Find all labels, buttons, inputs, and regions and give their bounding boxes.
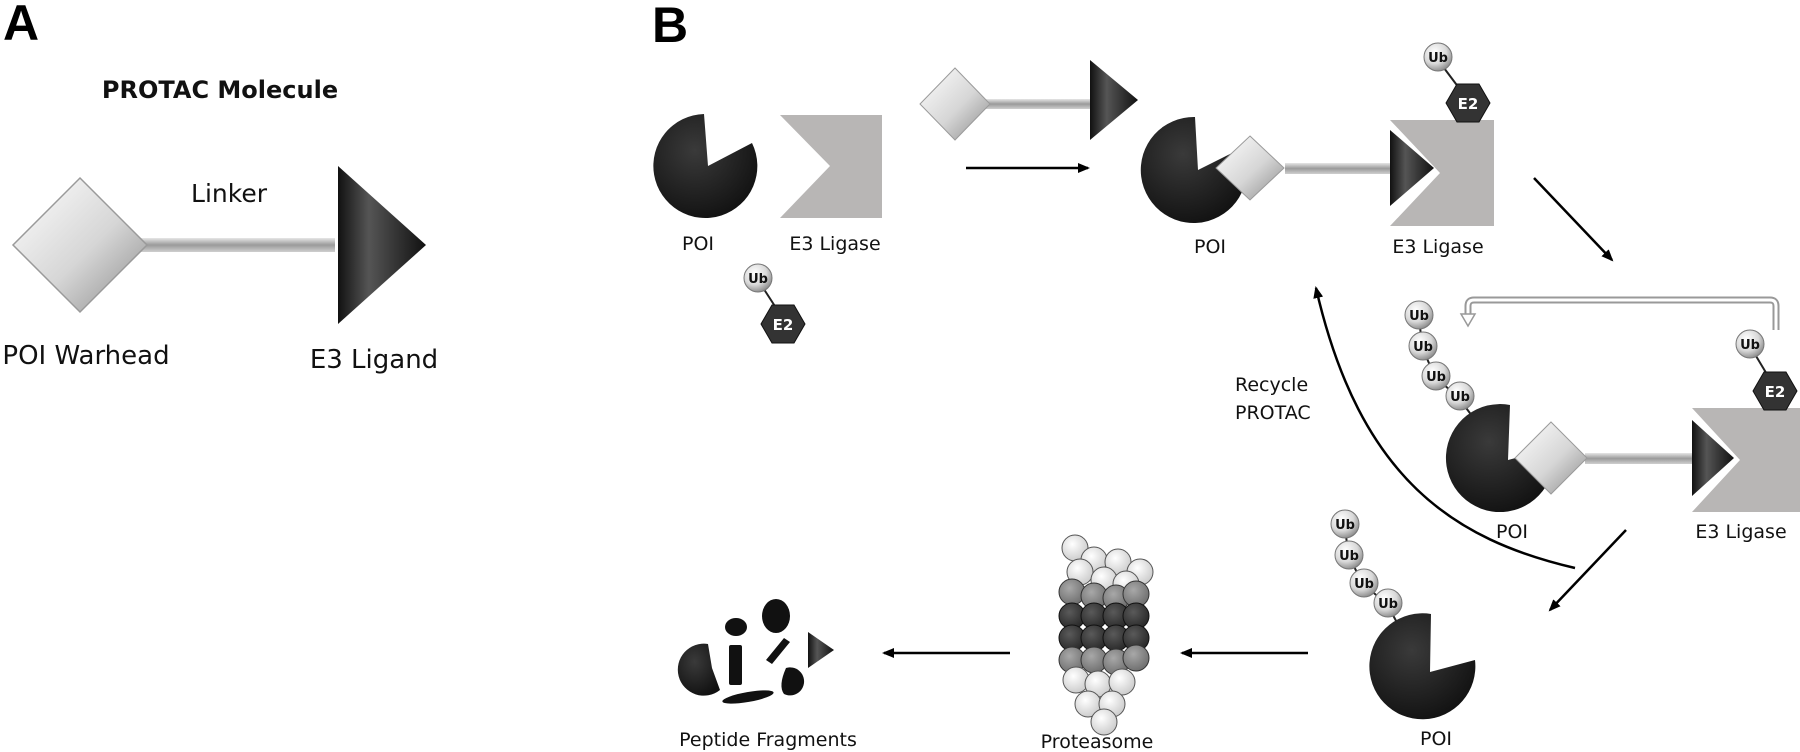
step4-chain-ub-2 bbox=[1334, 540, 1364, 570]
poi-warhead-diamond bbox=[11, 176, 149, 314]
step1-poi-shape bbox=[653, 114, 758, 218]
fragment-4 bbox=[762, 599, 790, 633]
step2-warhead bbox=[1215, 135, 1285, 201]
step3-e3-label: E3 Ligase bbox=[1695, 521, 1786, 543]
step4-poi-shape bbox=[1369, 613, 1476, 720]
step1-e2-label: E2 bbox=[773, 316, 794, 334]
step3-chain-ub-2 bbox=[1408, 331, 1438, 361]
fragment-6 bbox=[808, 632, 834, 668]
step2-e3-label: E3 Ligase bbox=[1392, 236, 1483, 258]
e3-ligand-triangle bbox=[338, 166, 426, 324]
step3-group: Ub Ub Ub Ub Ub E2 POI E3 Ligase bbox=[1404, 300, 1800, 543]
step3-chain-ub-1 bbox=[1404, 300, 1434, 330]
fragment-7 bbox=[781, 667, 805, 696]
incoming-ligand bbox=[1090, 60, 1138, 140]
fragments-label: Peptide Fragments bbox=[679, 729, 857, 751]
proteasome-ball-23 bbox=[1122, 644, 1150, 672]
step3-e2-label: E2 bbox=[1765, 383, 1786, 401]
step1-e3-ligase-shape bbox=[780, 115, 882, 218]
step4-chain-ub-4-label: Ub bbox=[1378, 597, 1398, 612]
step2-ligand bbox=[1390, 130, 1434, 206]
fragment-8 bbox=[722, 690, 774, 704]
step3-chain-ub-3 bbox=[1421, 361, 1451, 391]
peptide-fragments: Peptide Fragments bbox=[677, 599, 857, 751]
step4-group: Ub Ub Ub Ub POI bbox=[1330, 509, 1476, 750]
fragment-5 bbox=[766, 638, 790, 664]
step3-linker bbox=[1585, 453, 1701, 464]
step2-poi-label: POI bbox=[1194, 236, 1226, 258]
step1-ub-label: Ub bbox=[748, 272, 768, 287]
step3-e3-ligase-shape bbox=[1692, 408, 1800, 512]
recycle-protac-arrow bbox=[1313, 286, 1576, 570]
step3-warhead bbox=[1514, 421, 1588, 495]
step2-e2-hexagon bbox=[1445, 83, 1491, 123]
step3-e2-hexagon bbox=[1752, 371, 1798, 411]
proteasome: Proteasome bbox=[1041, 534, 1154, 752]
step3-chain-ub-4-label: Ub bbox=[1450, 390, 1470, 405]
proteasome-ball-8 bbox=[1058, 578, 1086, 606]
step2-linker bbox=[1285, 163, 1405, 174]
step3-ub-ball bbox=[1735, 329, 1765, 359]
recycle-label-line1: Recycle bbox=[1235, 374, 1308, 396]
step1-e3-label: E3 Ligase bbox=[789, 233, 880, 255]
step4-poi-label: POI bbox=[1420, 728, 1452, 750]
step1-group: POI E3 Ligase Ub E2 bbox=[653, 114, 882, 344]
recycle-label-line2: PROTAC bbox=[1235, 402, 1311, 424]
step2-ub-ball bbox=[1423, 42, 1453, 72]
arrow-step2-to-step3 bbox=[1533, 177, 1614, 262]
step3-chain-ub-2-label: Ub bbox=[1413, 340, 1433, 355]
incoming-protac bbox=[919, 60, 1138, 141]
step2-poi-shape bbox=[1140, 116, 1247, 223]
step3-poi-label: POI bbox=[1496, 521, 1528, 543]
step4-chain-ub-2-label: Ub bbox=[1339, 549, 1359, 564]
protac-title: PROTAC Molecule bbox=[102, 76, 338, 104]
step4-chain-ub-1-label: Ub bbox=[1335, 518, 1355, 533]
panel-b: B POI E3 Ligase Ub E2 POI bbox=[652, 0, 1800, 752]
step1-poi-label: POI bbox=[682, 233, 714, 255]
step3-poi-shape bbox=[1445, 404, 1554, 513]
arrow-step3-to-step4 bbox=[1548, 529, 1627, 612]
fragment-3 bbox=[729, 645, 742, 685]
step2-group: POI E3 Ligase Ub E2 bbox=[1140, 42, 1494, 258]
step1-e2-hexagon bbox=[760, 304, 806, 344]
linker-label: Linker bbox=[191, 179, 268, 208]
step4-chain-ub-1 bbox=[1330, 509, 1360, 539]
step4-chain-ub-3-label: Ub bbox=[1354, 577, 1374, 592]
step4-chain-ub-3 bbox=[1349, 568, 1379, 598]
step3-chain-ub-4 bbox=[1445, 381, 1475, 411]
incoming-linker bbox=[986, 99, 1094, 109]
panel-b-letter: B bbox=[652, 0, 688, 53]
warhead-label: POI Warhead bbox=[2, 341, 169, 371]
step3-ub-label: Ub bbox=[1740, 338, 1760, 353]
fragment-1 bbox=[677, 643, 720, 696]
step2-e2-label: E2 bbox=[1458, 95, 1479, 113]
step3-chain-ub-1-label: Ub bbox=[1409, 309, 1429, 324]
step3-chain-ub-3-label: Ub bbox=[1426, 370, 1446, 385]
panel-a-letter: A bbox=[3, 0, 39, 51]
step2-e3-ligase-shape bbox=[1390, 120, 1494, 226]
fragment-2 bbox=[725, 618, 747, 636]
linker-bar bbox=[125, 238, 335, 252]
proteasome-ball-29 bbox=[1090, 708, 1118, 736]
step3-ligand bbox=[1692, 420, 1734, 496]
ub-transfer-arrow bbox=[1459, 296, 1780, 330]
ligand-label: E3 Ligand bbox=[310, 345, 438, 375]
panel-a: A PROTAC Molecule Linker POI Warhead E3 … bbox=[2, 0, 438, 375]
step2-ub-label: Ub bbox=[1428, 51, 1448, 66]
incoming-warhead bbox=[919, 67, 991, 141]
step4-chain-ub-4 bbox=[1373, 588, 1403, 618]
proteasome-label: Proteasome bbox=[1041, 731, 1154, 752]
step1-ub-ball bbox=[743, 263, 773, 293]
proteasome-ball-24 bbox=[1062, 666, 1090, 694]
